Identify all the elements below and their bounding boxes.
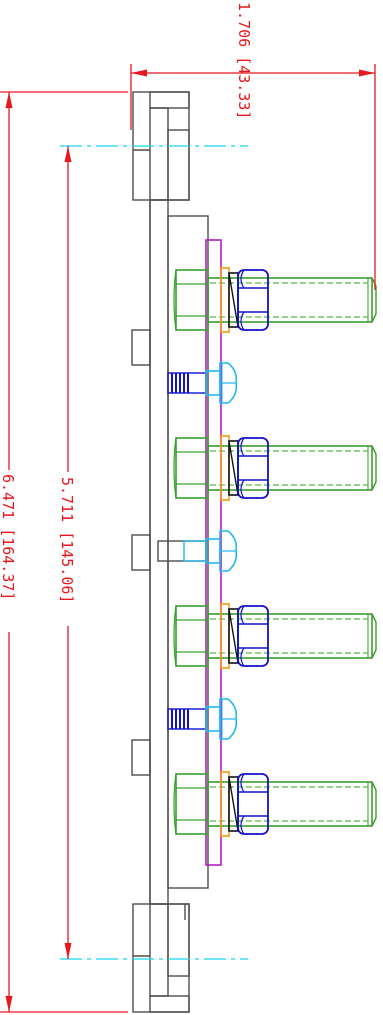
width-dim-metric: [43.33]: [235, 56, 253, 119]
dimensions: [0, 64, 376, 1013]
screw-2: [157, 530, 238, 572]
height-dim-value: 6.471: [0, 474, 17, 519]
base-plate: [149, 199, 169, 905]
spacing-dim-value: 5.711: [58, 477, 76, 522]
riser-plate: [167, 215, 209, 889]
svg-text:6.471 [164.37]: 6.471 [164.37]: [0, 474, 17, 600]
stud-2: [173, 435, 377, 501]
stud-1: [173, 267, 377, 333]
screw-1: [167, 362, 238, 404]
side-tab: [131, 329, 151, 366]
spacing-dim-metric: [145.06]: [58, 531, 76, 603]
side-tab: [131, 739, 151, 776]
base-body: [131, 91, 209, 1013]
width-dim-value: 1.706: [235, 2, 253, 47]
svg-text:5.711 [145.06]: 5.711 [145.06]: [58, 477, 76, 603]
screw-3: [167, 698, 238, 740]
stud-4: [173, 771, 377, 837]
svg-text:1.706 [43.33]: 1.706 [43.33]: [235, 2, 253, 119]
centerlines: [60, 145, 248, 960]
side-tab: [131, 534, 151, 571]
height-dim-metric: [164.37]: [0, 528, 17, 600]
stud-3: [173, 603, 377, 669]
